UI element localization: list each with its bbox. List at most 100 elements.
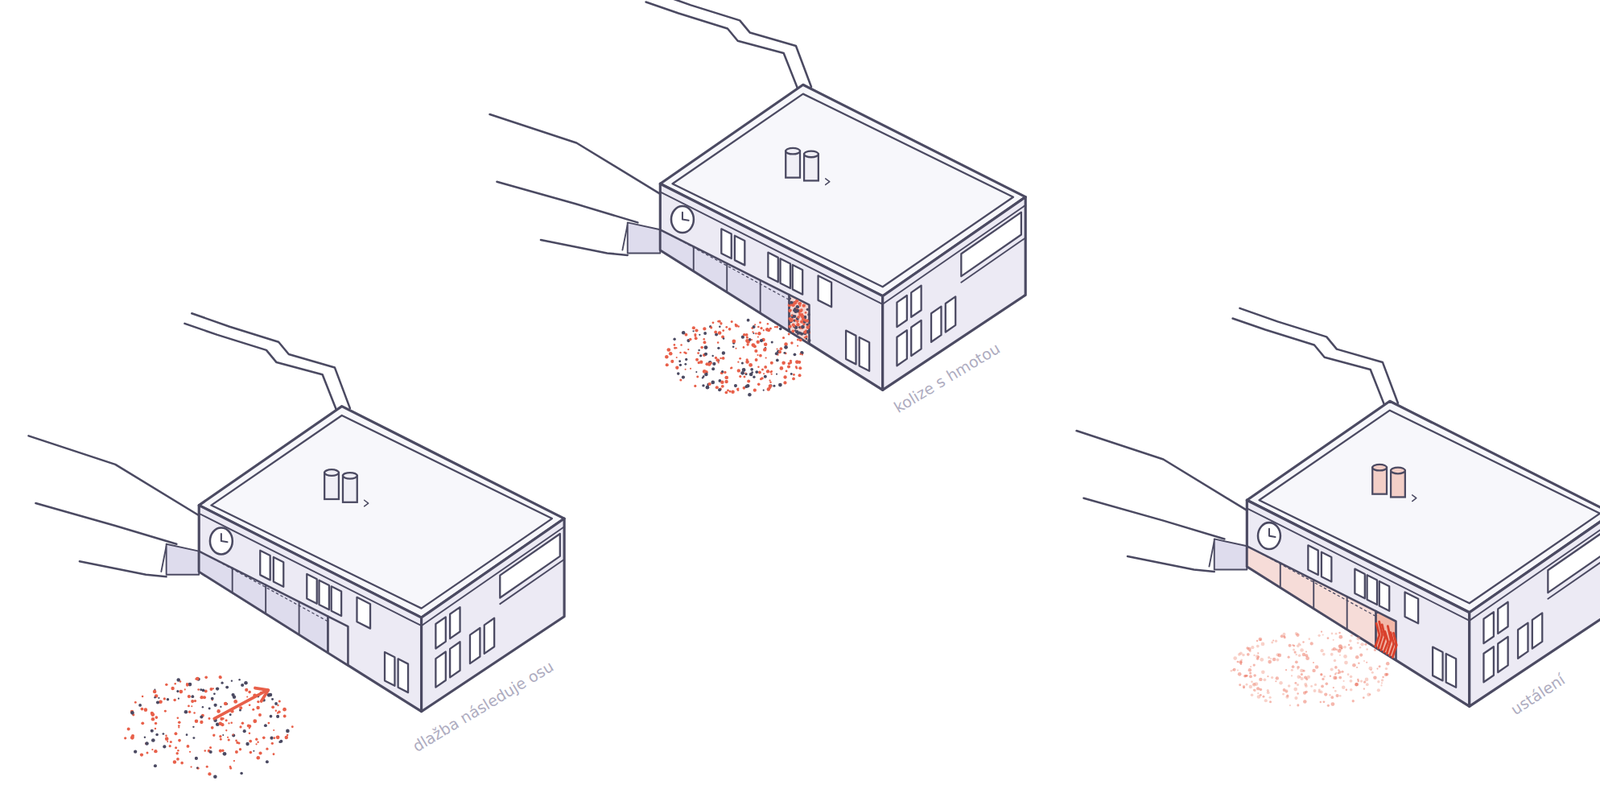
paving-dot [1296, 668, 1299, 670]
paving-dot [696, 351, 700, 355]
paving-dot [164, 683, 168, 686]
paving-dot [1269, 696, 1272, 699]
paving-dot [248, 739, 252, 743]
cornice [1469, 521, 1600, 621]
paving-dot [1245, 674, 1249, 677]
paving-dot [1356, 678, 1360, 681]
side-facade [882, 197, 1027, 391]
glazing-line [264, 584, 267, 614]
paving-dot [1356, 636, 1361, 641]
window [931, 306, 941, 343]
paving-dot [798, 373, 802, 377]
paving-dot [246, 695, 248, 697]
paving-dot [1385, 667, 1388, 670]
paving-dot [1290, 668, 1294, 672]
collision-hatch [801, 314, 805, 318]
paving-dot [799, 353, 801, 355]
recessed-ground-floor [1246, 545, 1376, 648]
paving-dot [756, 354, 759, 356]
building [490, 0, 1027, 390]
paving-dot [700, 346, 703, 349]
paving-dot [252, 718, 257, 723]
paving-dot [162, 732, 165, 735]
paving-dot [1381, 676, 1384, 678]
paving-dot [726, 388, 730, 392]
road-side [1214, 538, 1248, 570]
window [331, 585, 342, 616]
paving-dot [1294, 659, 1299, 664]
chimney [342, 475, 358, 503]
paving-dot [770, 361, 774, 365]
paving-dot [753, 344, 757, 348]
paving-dot [212, 687, 215, 689]
clock-hand [1269, 528, 1276, 537]
paving-dot [1269, 700, 1272, 703]
window [818, 275, 833, 307]
paving-dot [231, 733, 236, 737]
paving-dot [687, 348, 689, 351]
paving-dot [1261, 695, 1265, 698]
paving-dot [1250, 645, 1254, 649]
paving-dot [1339, 694, 1342, 697]
paving-dot [138, 703, 142, 707]
paving-dot [785, 369, 788, 372]
paving-dot [679, 379, 682, 382]
paving-dot [778, 383, 783, 388]
paving-dot [1373, 648, 1377, 652]
glazing-line [692, 246, 695, 271]
paving-dot [734, 323, 737, 326]
paving-dot [1336, 693, 1340, 697]
paving-dot [697, 349, 701, 352]
paving-dot [275, 709, 277, 712]
glazing-line [1279, 562, 1282, 587]
paving-dot [166, 740, 169, 743]
paving-dot [185, 733, 189, 736]
collision-hatch [807, 313, 810, 316]
paving-dot [764, 347, 768, 351]
paving-dot [134, 701, 137, 704]
paving-dot [734, 347, 737, 350]
paving-dot [1320, 684, 1324, 689]
window [911, 320, 921, 356]
paving-dot [725, 375, 729, 380]
paving-dot [1381, 681, 1383, 684]
paving-dot [1272, 639, 1275, 641]
paving-dot [153, 749, 157, 753]
collision-hatch [805, 322, 809, 326]
paving-dot [713, 330, 718, 335]
paving-dot [194, 756, 198, 760]
paving-dot [267, 721, 270, 725]
glazing-line [725, 263, 728, 293]
paving-dot [672, 337, 676, 340]
paving-dot [194, 718, 199, 723]
paving-dot [178, 740, 181, 743]
paving-dot [746, 379, 751, 384]
paving-dot [283, 714, 287, 718]
paving-dot [175, 751, 178, 755]
paving-dot [750, 338, 753, 341]
window [356, 597, 371, 629]
paving-dot [1237, 672, 1242, 677]
paving-dot [1359, 653, 1363, 657]
paving-dot [1323, 692, 1328, 696]
paving-dot [186, 744, 190, 748]
paving-dot [1290, 674, 1293, 677]
paving-dot [1285, 689, 1289, 693]
paving-dot [1239, 651, 1243, 655]
paving-dot [262, 736, 266, 740]
chimney [785, 151, 800, 178]
paving-dot [790, 341, 793, 344]
paving-dot [758, 371, 762, 375]
paving-dot [763, 375, 768, 379]
collision-hatch [791, 319, 793, 322]
paving-dot [265, 759, 269, 763]
paving-dot [173, 731, 178, 735]
paving-dot [1267, 655, 1271, 659]
collision-hatch [805, 337, 809, 340]
paving-dot [776, 348, 779, 351]
paving-dot [767, 322, 769, 325]
recessed-ground-floor [659, 229, 789, 331]
paving-dot [681, 330, 685, 335]
paving-dot [801, 354, 804, 356]
paving-dot [732, 345, 735, 348]
